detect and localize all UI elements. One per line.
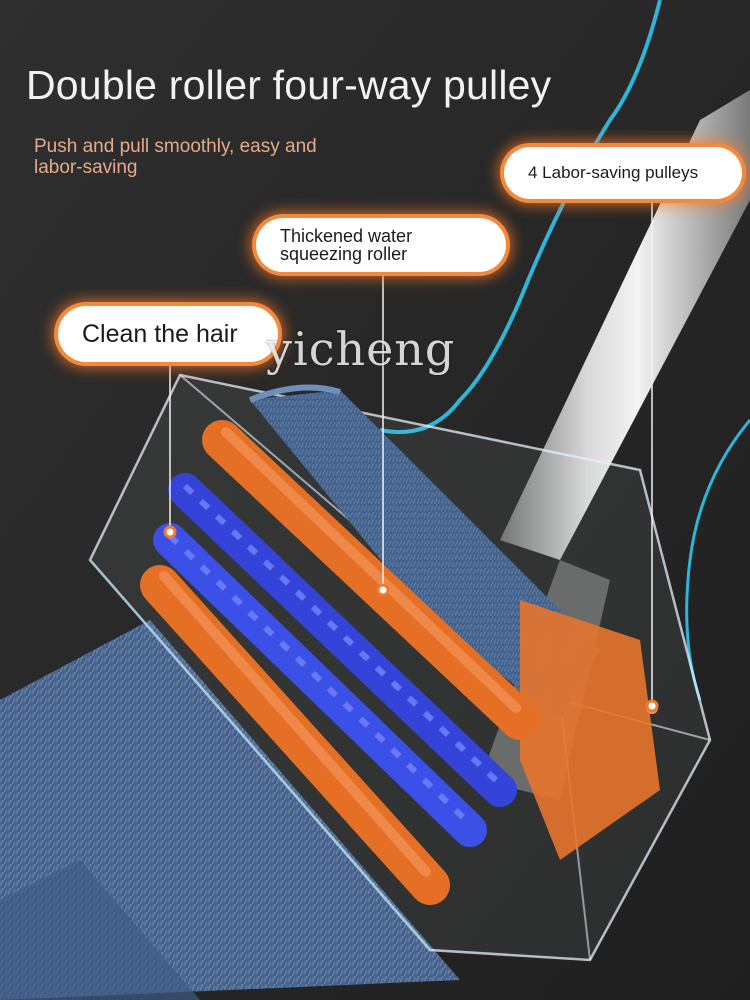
callout-roller: Thickened water squeezing roller [256,218,506,272]
callout-roller-line2: squeezing roller [280,244,408,264]
cyan-guide-line [379,0,662,434]
watermark: yicheng [266,322,456,376]
hair-cleaning-rollers [153,473,517,847]
squeezing-roller [202,420,540,740]
subtitle: Push and pull smoothly, easy and labor-s… [34,136,317,178]
mop-pole [500,90,750,560]
lower-roller [140,565,450,905]
orange-bracket [520,600,660,860]
callout-hair: Clean the hair [58,306,278,362]
callout-pulleys: 4 Labor-saving pulleys [504,147,742,199]
mop-pad-shadow [0,860,200,1000]
callout-roller-line1: Thickened water [280,226,413,246]
headline: Double roller four-way pulley [26,62,552,108]
callout-pulleys-label: 4 Labor-saving pulleys [528,163,699,182]
callout-hair-label: Clean the hair [82,319,238,348]
fiber-roller [250,390,600,720]
